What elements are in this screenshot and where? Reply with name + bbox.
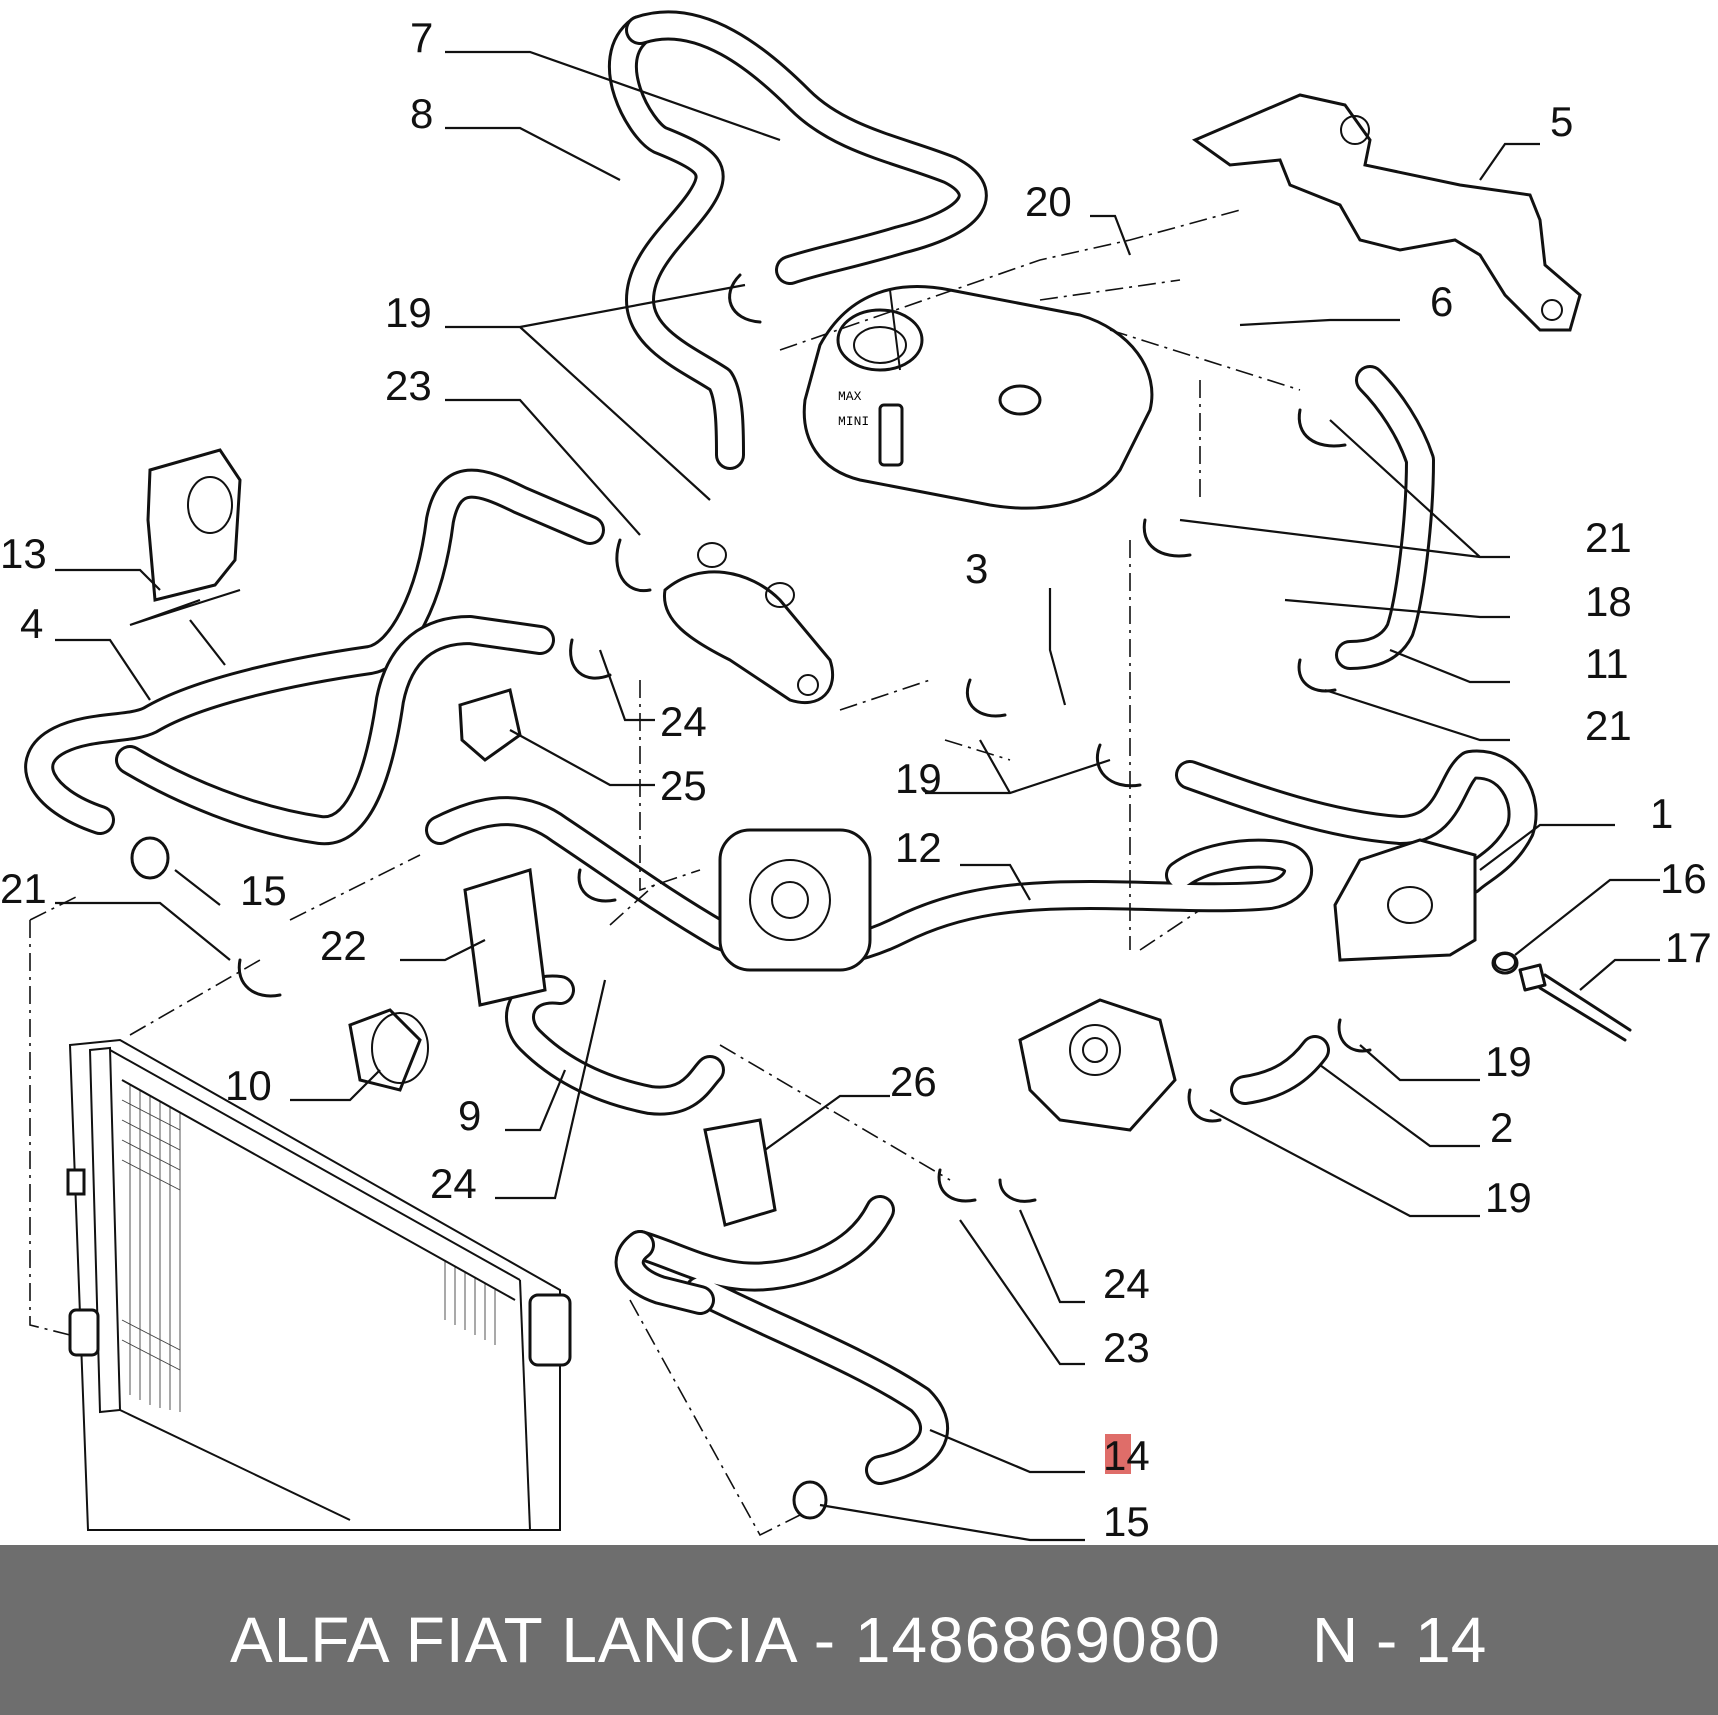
callout-24: 24 (660, 698, 707, 745)
callout-1: 1 (1650, 790, 1673, 837)
callout-21: 21 (1585, 702, 1632, 749)
callout-23: 23 (1103, 1324, 1150, 1371)
hose-12 (425, 796, 1313, 969)
bolt-17 (1494, 953, 1632, 1042)
callout-19: 19 (1485, 1038, 1532, 1085)
callout-19: 19 (895, 755, 942, 802)
callout-2: 2 (1490, 1104, 1513, 1151)
part-number-title: ALFA FIAT LANCIA - 1486869080 (230, 1604, 1221, 1676)
callout-22: 22 (320, 922, 367, 969)
oil-cooler (718, 828, 872, 972)
callout-17: 17 (1665, 924, 1712, 971)
fitting-25 (458, 688, 522, 762)
callout-6: 6 (1430, 278, 1453, 325)
callout-13: 13 (0, 530, 47, 577)
callout-10: 10 (225, 1062, 272, 1109)
clamps (130, 273, 1519, 1520)
callout-9: 9 (458, 1092, 481, 1139)
hose-14 (614, 1195, 950, 1485)
callout-11: 11 (1585, 640, 1629, 687)
tank-max-mark: MAX (838, 389, 862, 404)
parts-diagram: MAX MINI (0, 10, 1712, 1545)
callout-26: 26 (890, 1058, 937, 1105)
footer-bar: ALFA FIAT LANCIA - 1486869080 N - 14 (0, 1545, 1718, 1715)
bracket-13 (129, 448, 242, 666)
clip-22 (463, 868, 547, 1007)
callout-12: 12 (895, 824, 942, 871)
callout-15: 15 (240, 867, 287, 914)
expansion-tank: MAX MINI (802, 285, 1154, 510)
radiator (66, 1038, 572, 1531)
hose-1 (1175, 749, 1538, 895)
hose-2 (1230, 1035, 1330, 1105)
hose-4 (24, 468, 605, 846)
mounting-bracket (1191, 93, 1582, 332)
callout-labels: 7 8 19 23 13 4 24 25 21 15 22 10 9 24 26… (0, 14, 1712, 1545)
reference-lines (29, 209, 1301, 1537)
tank-mini-mark: MINI (838, 414, 869, 429)
callout-14: 14 (1103, 1432, 1150, 1479)
hose-8 (607, 10, 988, 470)
callout-21: 21 (1585, 514, 1632, 561)
callout-24: 24 (1103, 1260, 1150, 1307)
callout-5: 5 (1550, 98, 1573, 145)
callout-21: 21 (0, 865, 47, 912)
callout-24: 24 (430, 1160, 477, 1207)
clip-26 (703, 1118, 777, 1227)
leader-lines (55, 50, 1660, 1542)
callout-3: 3 (965, 545, 988, 592)
callout-25: 25 (660, 762, 707, 809)
callout-19: 19 (385, 289, 432, 336)
callout-15: 15 (1103, 1498, 1150, 1545)
hose-11 (1335, 365, 1435, 670)
part-highlight-marker (1105, 1434, 1131, 1474)
callout-16: 16 (1660, 855, 1707, 902)
thermostat-housing (662, 542, 835, 705)
callout-7: 7 (410, 14, 433, 61)
hose-9 (505, 974, 725, 1116)
callout-8: 8 (410, 90, 433, 137)
callout-18: 18 (1585, 578, 1632, 625)
diagram-reference: N - 14 (1312, 1604, 1487, 1676)
callout-4: 4 (20, 600, 43, 647)
callout-19: 19 (1485, 1174, 1532, 1221)
callout-23: 23 (385, 362, 432, 409)
water-pump (1018, 998, 1177, 1132)
outlet-bracket-1 (1333, 838, 1477, 962)
callout-20: 20 (1025, 178, 1072, 225)
clip-10 (348, 1008, 429, 1092)
